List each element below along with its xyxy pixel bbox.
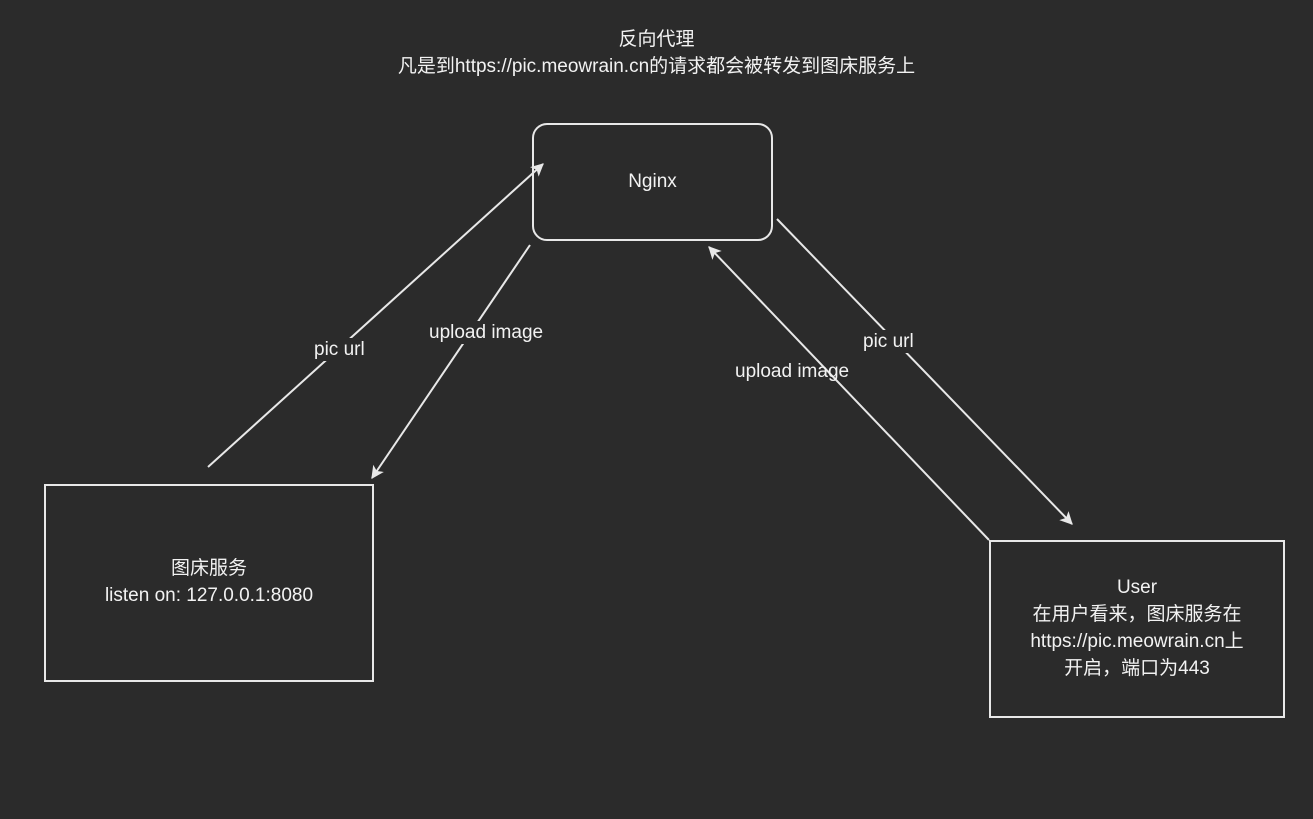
node-user[interactable]: User 在用户看来，图床服务在 https://pic.meowrain.cn… — [989, 540, 1285, 718]
edge-nginx-to-user — [776, 218, 1073, 525]
edge-label-imagehost-to-nginx: pic url — [311, 338, 368, 361]
edge-user-to-nginx — [708, 246, 990, 541]
title-line-1: 反向代理 — [618, 29, 695, 50]
node-nginx[interactable]: Nginx — [532, 123, 773, 241]
node-image-host-listen: listen on: 127.0.0.1:8080 — [104, 585, 314, 606]
edge-label-user-to-nginx: upload image — [735, 361, 850, 382]
diagram-title: 反向代理 凡是到https://pic.meowrain.cn的请求都会被转发到… — [0, 27, 1313, 81]
node-user-desc-1: 在用户看来，图床服务在 — [1032, 604, 1242, 626]
edge-nginx-to-imagehost — [371, 244, 531, 479]
node-user-title: User — [1116, 577, 1158, 599]
title-line-2: 凡是到https://pic.meowrain.cn的请求都会被转发到图床服务上 — [397, 55, 916, 77]
node-user-desc-2: https://pic.meowrain.cn上 — [1030, 631, 1244, 652]
node-image-host-title: 图床服务 — [170, 558, 247, 580]
node-nginx-label: Nginx — [628, 170, 677, 192]
edge-label-nginx-to-user: pic url — [860, 330, 917, 353]
edge-label-nginx-to-imagehost: upload image — [426, 321, 547, 344]
node-user-desc-3: 开启，端口为443 — [1064, 657, 1210, 679]
edge-imagehost-to-nginx — [207, 163, 544, 468]
node-image-host-service[interactable]: 图床服务 listen on: 127.0.0.1:8080 — [44, 484, 374, 682]
